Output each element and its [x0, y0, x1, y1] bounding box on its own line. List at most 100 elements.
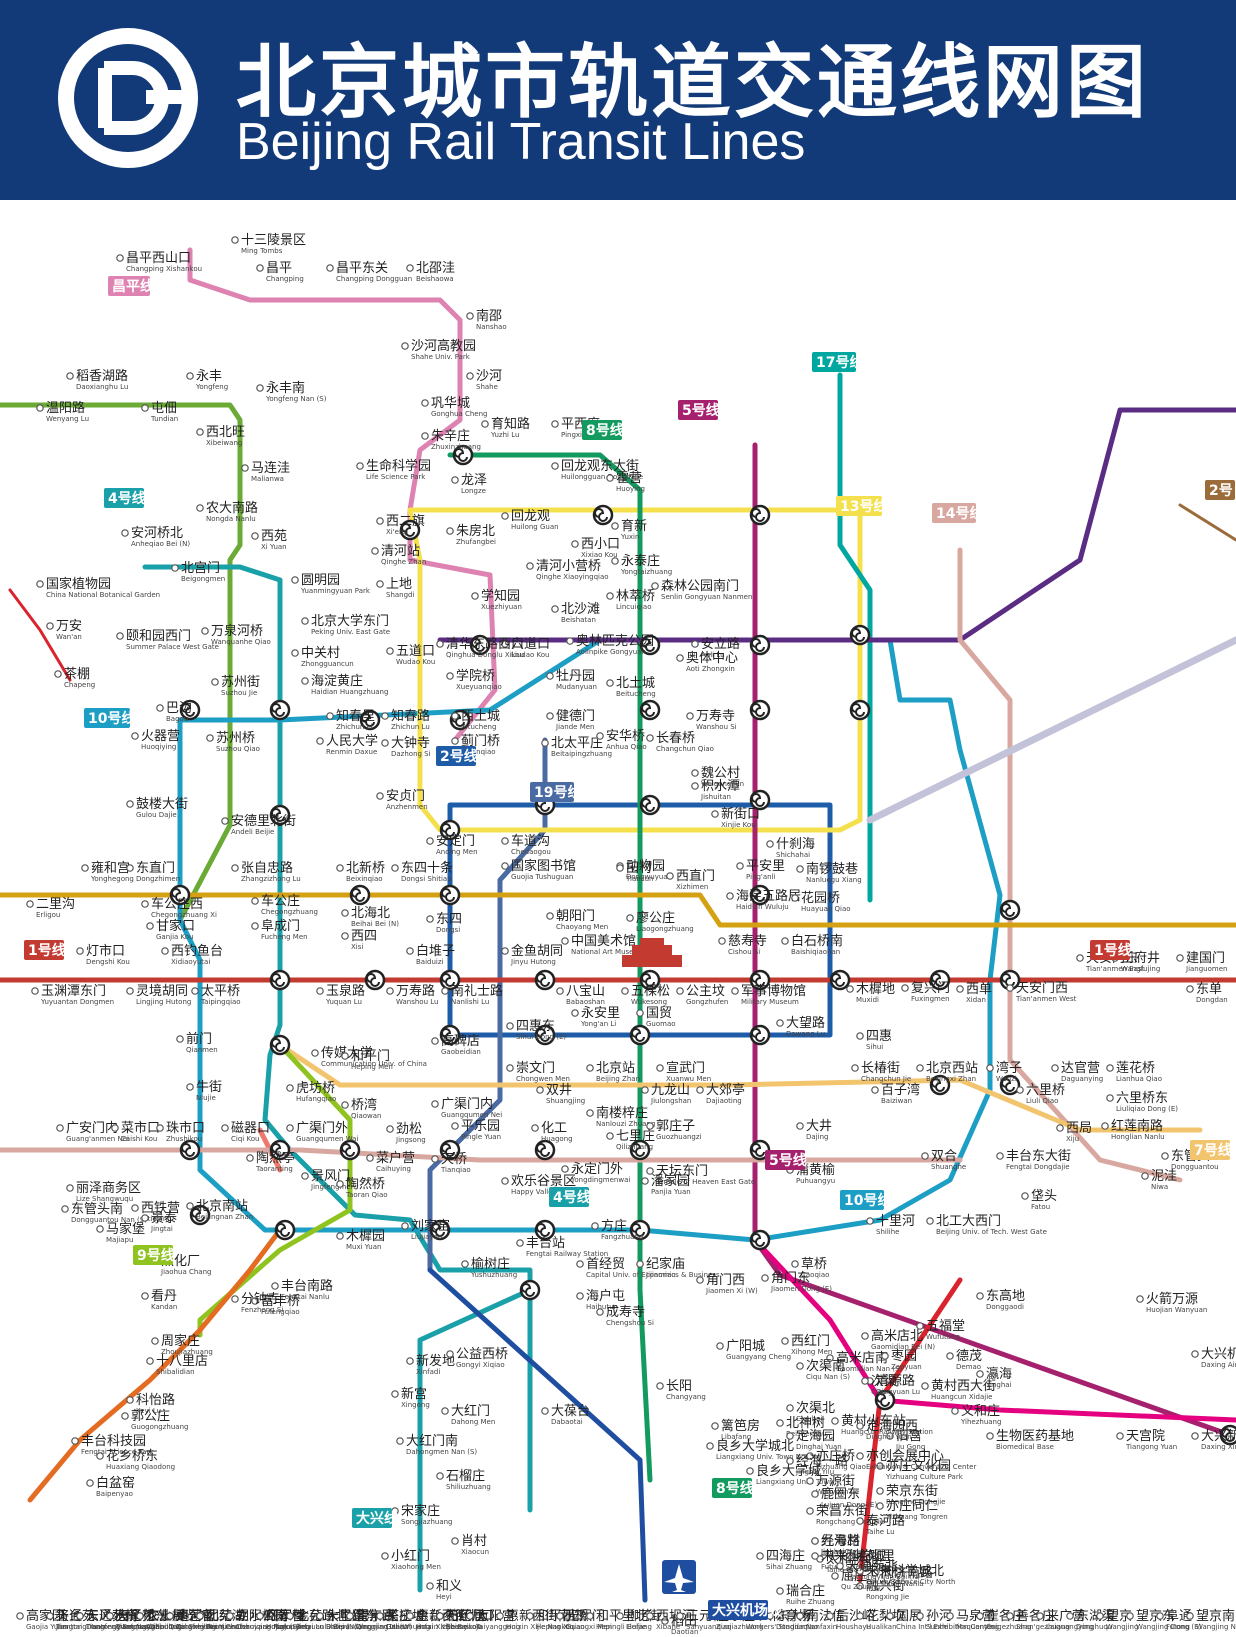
- station-dot[interactable]: [211, 678, 219, 686]
- station-dot[interactable]: [201, 627, 209, 635]
- station-dot[interactable]: [316, 987, 324, 995]
- station-dot[interactable]: [286, 1612, 294, 1620]
- station-dot[interactable]: [386, 647, 394, 655]
- station-dot[interactable]: [501, 1177, 509, 1185]
- station-dot[interactable]: [1021, 1192, 1029, 1200]
- station-dot[interactable]: [831, 1572, 839, 1580]
- station-dot[interactable]: [396, 1437, 404, 1445]
- station-dot[interactable]: [856, 1582, 864, 1590]
- interchange-station-marker[interactable]: [749, 504, 771, 526]
- station-dot[interactable]: [66, 1184, 74, 1192]
- station-dot[interactable]: [436, 640, 444, 648]
- station-dot[interactable]: [346, 1612, 354, 1620]
- station-dot[interactable]: [796, 1612, 804, 1620]
- station-dot[interactable]: [401, 342, 409, 350]
- station-dot[interactable]: [641, 1086, 649, 1094]
- interchange-station-marker[interactable]: [339, 1139, 361, 1161]
- station-dot[interactable]: [1006, 984, 1014, 992]
- station-dot[interactable]: [811, 1552, 819, 1560]
- interchange-station-marker[interactable]: [439, 884, 461, 906]
- interchange-station-marker[interactable]: [629, 1024, 651, 1046]
- interchange-station-marker[interactable]: [189, 1204, 211, 1226]
- station-dot[interactable]: [471, 592, 479, 600]
- interchange-station-marker[interactable]: [849, 699, 871, 721]
- station-dot[interactable]: [711, 1422, 719, 1430]
- station-dot[interactable]: [661, 1617, 669, 1625]
- station-dot[interactable]: [686, 712, 694, 720]
- interchange-station-marker[interactable]: [639, 634, 661, 656]
- station-dot[interactable]: [611, 522, 619, 530]
- interchange-station-marker[interactable]: [359, 709, 381, 731]
- station-dot[interactable]: [431, 1155, 439, 1163]
- station-dot[interactable]: [616, 864, 624, 872]
- station-dot[interactable]: [561, 1165, 569, 1173]
- station-dot[interactable]: [131, 1204, 139, 1212]
- station-dot[interactable]: [76, 947, 84, 955]
- station-dot[interactable]: [36, 404, 44, 412]
- station-dot[interactable]: [776, 1587, 784, 1595]
- station-dot[interactable]: [836, 1562, 844, 1570]
- station-dot[interactable]: [141, 900, 149, 908]
- station-dot[interactable]: [766, 840, 774, 848]
- station-dot[interactable]: [31, 987, 39, 995]
- station-dot[interactable]: [976, 1612, 984, 1620]
- station-dot[interactable]: [551, 605, 559, 613]
- station-dot[interactable]: [451, 737, 459, 745]
- station-dot[interactable]: [431, 1037, 439, 1045]
- station-dot[interactable]: [241, 464, 249, 472]
- line-badge[interactable]: 4号线: [549, 1187, 591, 1207]
- station-dot[interactable]: [441, 987, 449, 995]
- line-badge[interactable]: 昌平线: [108, 276, 154, 296]
- station-dot[interactable]: [1106, 1094, 1114, 1102]
- station-dot[interactable]: [576, 1260, 584, 1268]
- interchange-station-marker[interactable]: [269, 699, 291, 721]
- station-dot[interactable]: [856, 1422, 864, 1430]
- station-dot[interactable]: [61, 1205, 69, 1213]
- station-dot[interactable]: [301, 1172, 309, 1180]
- station-dot[interactable]: [876, 1487, 884, 1495]
- station-dot[interactable]: [256, 1612, 264, 1620]
- line-badge[interactable]: 14号线: [932, 503, 983, 523]
- station-dot[interactable]: [1076, 954, 1084, 962]
